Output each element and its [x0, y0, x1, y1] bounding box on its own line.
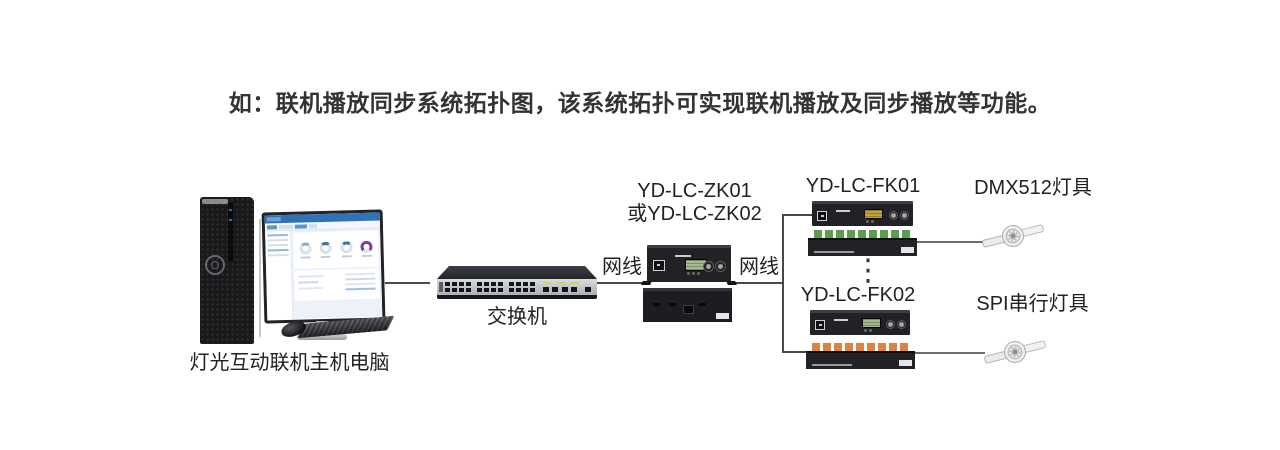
- screen-main-area: [291, 228, 383, 319]
- branch-line-fk02: [784, 351, 807, 353]
- usb-led: [229, 219, 232, 221]
- fk02-terminal-unit: [806, 343, 915, 369]
- cable-label-1: 网线: [602, 256, 642, 278]
- dell-logo-icon: [205, 255, 225, 275]
- switch-top-face: [437, 266, 597, 279]
- port-group: [509, 282, 536, 294]
- gauge-donut: [299, 242, 312, 259]
- port-group: [445, 282, 472, 294]
- switch-bottom-edge: [437, 295, 597, 299]
- terminal-bar: [806, 351, 915, 369]
- cable-label-2: 网线: [739, 256, 779, 278]
- detail-panel: [294, 268, 380, 301]
- green-terminals: [814, 230, 910, 240]
- port-group: [477, 282, 504, 294]
- spi-pixel-light-icon: [983, 332, 1047, 372]
- spi-light-label: SPI串行灯具: [976, 293, 1089, 315]
- master-controller-rear: [643, 288, 732, 322]
- computer-label: 灯光互动联机主机电脑: [189, 352, 390, 374]
- model-line1: YD-LC-ZK01: [637, 180, 752, 202]
- gauge-row: [293, 230, 380, 269]
- diagram-title: 如：联机播放同步系统拓扑图，该系统拓扑可实现联机播放及同步播放等功能。: [228, 90, 1052, 116]
- dmx-pixel-light-icon: [981, 216, 1045, 256]
- gauge-donut: [360, 240, 373, 257]
- monitor-icon: [261, 209, 386, 324]
- cable-switch-to-master: [597, 282, 647, 284]
- switch-front-face: [437, 279, 597, 295]
- terminal-bar: [808, 238, 917, 256]
- master-controller-front: [641, 245, 737, 285]
- fk02-controller: [810, 310, 910, 335]
- model-line2: 或YD-LC-ZK02: [627, 203, 762, 225]
- tower-side-highlight: [259, 219, 261, 337]
- tower-pc-icon: [200, 197, 254, 344]
- gauge-donut: [339, 241, 353, 258]
- network-switch-icon: [437, 266, 597, 299]
- screen-sidebar: [265, 230, 294, 320]
- monitor-stand-base: [297, 334, 347, 340]
- tower-port-strip: [228, 203, 233, 261]
- fk01-label: YD-LC-FK01: [805, 175, 921, 197]
- dashboard-screen: [264, 212, 383, 321]
- cable-master-to-branch: [733, 282, 784, 284]
- dmx-light-label: DMX512灯具: [974, 177, 1092, 199]
- cable-fk02-to-spi: [915, 352, 985, 354]
- usb-led: [229, 209, 232, 211]
- continuation-ellipsis: ⋮: [853, 254, 883, 287]
- cable-pc-to-switch: [385, 282, 430, 284]
- tower-handle: [202, 199, 228, 204]
- branch-trunk-line: [782, 214, 784, 353]
- master-controller-label: YD-LC-ZK01 或YD-LC-ZK02: [612, 180, 777, 226]
- cable-fk01-to-dmx: [917, 241, 983, 243]
- fk02-label: YD-LC-FK02: [800, 284, 916, 306]
- branch-line-fk01: [784, 214, 812, 216]
- gauge-donut: [319, 241, 333, 259]
- fk01-terminal-unit: [808, 230, 917, 256]
- fk01-controller: [812, 201, 913, 226]
- switch-label: 交换机: [487, 306, 547, 328]
- orange-terminals: [812, 343, 908, 353]
